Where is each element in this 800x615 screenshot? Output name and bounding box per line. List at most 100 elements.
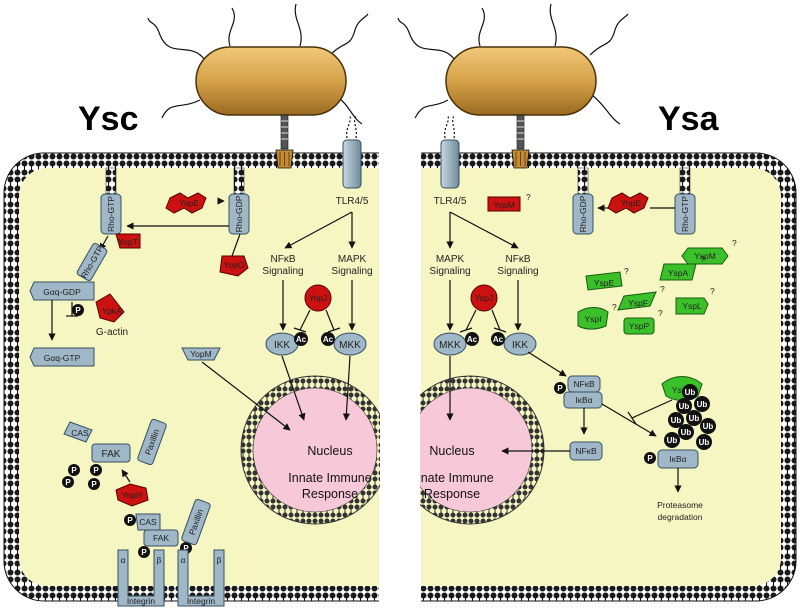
right-tlr-receptor xyxy=(440,115,460,189)
right-nfkb-sig-line2: Signaling xyxy=(497,266,538,277)
svg-text:P: P xyxy=(183,544,189,553)
svg-text:NFκB: NFκB xyxy=(573,379,595,389)
svg-text:?: ? xyxy=(710,286,715,296)
left-mkk-ac: Ac xyxy=(321,332,335,346)
left-yopo: YopO xyxy=(219,233,249,277)
svg-text:β: β xyxy=(217,555,222,565)
svg-text:α: α xyxy=(121,555,126,565)
left-galpha-p xyxy=(72,304,84,316)
right-ub-4: Ub xyxy=(686,410,702,426)
svg-text:YopE: YopE xyxy=(621,198,641,208)
svg-text:Gαq-GDP: Gαq-GDP xyxy=(43,287,81,297)
left-galpha-gtp: Gαq-GTP xyxy=(29,347,95,367)
left-rho-gdp: Rho-GDP xyxy=(228,167,250,235)
svg-text:Ub: Ub xyxy=(689,414,700,423)
left-integrin-2: α β Integrin xyxy=(177,549,225,607)
svg-text:P: P xyxy=(91,480,97,489)
left-nfkb-sig-line2: Signaling xyxy=(262,266,303,277)
svg-text:Ub: Ub xyxy=(699,438,710,447)
right-yspm: YspM ? xyxy=(681,238,737,265)
right-mapk-sig-line2: Signaling xyxy=(429,266,470,277)
svg-text:MKK: MKK xyxy=(339,340,361,351)
right-yspi: YspI ? xyxy=(577,302,617,330)
left-ypka: YpkA xyxy=(95,293,125,323)
svg-text:β: β xyxy=(157,555,162,565)
right-ikk-ac: Ac xyxy=(491,332,505,346)
left-tlr-receptor xyxy=(342,115,362,189)
left-nfkb-sig-line1: NFκB xyxy=(271,254,296,265)
right-ub-1: Ub xyxy=(682,384,698,400)
right-rho-gdp: Rho-GDP xyxy=(572,167,594,235)
left-yopm: YopM xyxy=(181,347,221,361)
svg-text:YspK: YspK xyxy=(672,385,693,395)
svg-text:YspM: YspM xyxy=(694,251,716,261)
svg-text:YspI: YspI xyxy=(584,314,601,324)
svg-text:?: ? xyxy=(732,238,737,248)
svg-text:P: P xyxy=(71,466,77,475)
left-mkk: MKK xyxy=(333,332,367,356)
right-rho-gtp: Rho-GTP xyxy=(674,167,696,235)
left-yope: YopE xyxy=(165,192,207,214)
left-cell xyxy=(3,152,379,602)
left-title: Ysc xyxy=(78,100,139,138)
svg-text:YopO: YopO xyxy=(224,260,245,270)
panel-gutter xyxy=(380,140,420,610)
svg-text:P: P xyxy=(127,516,133,525)
right-ub-2: Ub xyxy=(694,396,710,412)
right-yspa: YspA ? xyxy=(659,254,705,281)
svg-text:?: ? xyxy=(660,284,665,294)
left-yoph: YopH xyxy=(115,483,149,507)
svg-text:YspA: YspA xyxy=(668,268,689,278)
svg-text:IκBα: IκBα xyxy=(669,454,686,464)
svg-text:YspE: YspE xyxy=(594,278,615,288)
svg-text:Ub: Ub xyxy=(681,428,692,437)
svg-text:Ac: Ac xyxy=(296,335,307,344)
left-gactin: G-actin xyxy=(96,327,128,338)
left-paxillin-bottom: Paxillin xyxy=(181,498,211,546)
svg-text:YopH: YopH xyxy=(122,490,142,500)
right-ub-9: Ub xyxy=(696,434,712,450)
svg-text:YspL: YspL xyxy=(682,301,702,311)
svg-text:YopJ: YopJ xyxy=(475,293,494,303)
right-ub-5: Ub xyxy=(700,418,716,434)
left-p4: P xyxy=(88,478,100,490)
left-galpha-gdp: Gαq-GDP xyxy=(29,281,95,301)
svg-text:Gαq-GTP: Gαq-GTP xyxy=(44,353,81,363)
right-ub-8: Ub xyxy=(664,432,680,448)
left-mapk-sig-line1: MAPK xyxy=(338,254,367,265)
svg-text:?: ? xyxy=(700,254,705,264)
right-ub-6: Ub xyxy=(668,412,684,428)
left-cytoplasm xyxy=(19,168,379,586)
right-title: Ysa xyxy=(658,100,720,138)
left-ikk: IKK xyxy=(265,332,299,356)
svg-text:Ac: Ac xyxy=(323,335,334,344)
right-tlr-label: TLR4/5 xyxy=(434,196,467,207)
svg-text:IKK: IKK xyxy=(512,340,528,351)
svg-text:YopT: YopT xyxy=(118,237,138,247)
svg-text:YopM: YopM xyxy=(190,349,211,359)
svg-text:CAS: CAS xyxy=(71,428,89,438)
svg-text:IKK: IKK xyxy=(274,340,290,351)
svg-text:NFκB: NFκB xyxy=(575,446,597,456)
left-innate-line2: Response xyxy=(302,487,358,501)
left-innate-line1: Innate Immune xyxy=(288,471,371,485)
right-yope: YopE xyxy=(607,192,649,214)
left-fak-bottom: FAK xyxy=(143,529,179,547)
svg-text:Rho-GTP: Rho-GTP xyxy=(106,196,116,232)
left-tlr-label: TLR4/5 xyxy=(336,196,369,207)
right-nucleus-label: Nucleus xyxy=(429,444,474,458)
left-p6: P xyxy=(138,546,150,558)
left-nucleus-label: Nucleus xyxy=(307,444,352,458)
left-yopj: YopJ xyxy=(304,284,332,312)
svg-text:Ub: Ub xyxy=(671,416,682,425)
svg-text:YspF: YspF xyxy=(628,298,648,308)
right-proteasome-line2: degradation xyxy=(658,512,703,522)
svg-text:YopM: YopM xyxy=(493,200,514,210)
right-yspl: YspL ? xyxy=(675,286,715,315)
svg-text:?: ? xyxy=(612,302,617,312)
svg-text:FAK: FAK xyxy=(102,449,121,460)
left-fak-top: FAK xyxy=(91,443,131,463)
right-innate-line1: Innate Immune xyxy=(410,471,493,485)
svg-text:YpkA: YpkA xyxy=(102,306,122,316)
